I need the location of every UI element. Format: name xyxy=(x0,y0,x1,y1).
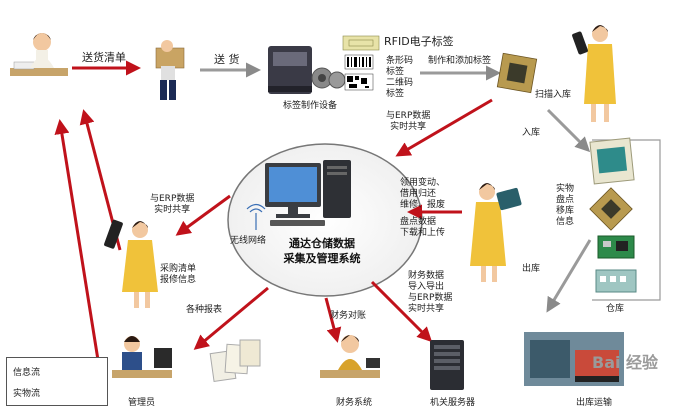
server-label: 机关服务器 xyxy=(430,398,476,408)
clerk-figure xyxy=(10,33,68,76)
finance-system-label: 财务系统 xyxy=(336,398,373,408)
legend-box: 信息流 实物流 xyxy=(6,357,108,406)
goods-arrow-in xyxy=(546,108,591,153)
info-arrow-erp-left xyxy=(175,194,231,236)
warehouse-info-label: 实物盘点移库信息 xyxy=(556,184,575,227)
manager-figure xyxy=(112,336,172,378)
finance-data-label: 财务数据导入导出与ERP数据实时共享 xyxy=(408,271,453,314)
reports-documents xyxy=(209,339,261,382)
purchase-label: 采购清单报修信息 xyxy=(160,264,197,285)
info-arrow-finance-data xyxy=(370,280,433,343)
qrcode-tag xyxy=(344,73,374,91)
label-printer xyxy=(268,46,346,94)
ops-label: 领用变动、借用归还维修、报废 xyxy=(400,178,446,210)
warehouse-board xyxy=(597,235,635,259)
delivery-note-label: 送货清单 xyxy=(82,51,126,64)
network-label: 无线网络 xyxy=(230,236,267,246)
delivery-man-figure xyxy=(155,40,185,100)
reports-label: 各种报表 xyxy=(186,305,223,315)
goods-arrow-out xyxy=(546,239,592,313)
rfid-chip-top xyxy=(496,52,538,94)
legend-goods-label: 实物流 xyxy=(13,389,41,399)
central-computer xyxy=(265,160,351,226)
manager-label: 管理员 xyxy=(128,398,156,408)
info-arrow-finance-check xyxy=(324,297,342,343)
label-device-label: 标签制作设备 xyxy=(283,101,338,111)
inventory-label: 盘点数据下载和上传 xyxy=(400,217,446,238)
inventory-woman-figure xyxy=(470,183,522,282)
info-arrow-erp-top xyxy=(395,98,493,157)
hub-title: 通达仓储数据 采集及管理系统 xyxy=(262,236,382,266)
stock-in-label: 入库 xyxy=(522,128,541,138)
warehouse-photo xyxy=(589,137,635,185)
transport-photo xyxy=(524,332,624,386)
print-attach-label: 制作和添加标签 xyxy=(428,56,492,66)
watermark: Bai 经验 xyxy=(592,353,659,372)
server-rack xyxy=(430,340,464,390)
finance-woman-figure xyxy=(320,335,380,378)
wireless-icon xyxy=(246,203,266,230)
scan-woman-figure xyxy=(572,25,616,122)
stock-out-label: 出库 xyxy=(522,264,541,274)
scan-in-label: 扫描入库 xyxy=(535,90,572,100)
erp-top-label: 与ERP数据实时共享 xyxy=(386,111,431,132)
barcode-tag xyxy=(344,54,374,70)
qrcode-label: 二维码标签 xyxy=(386,78,414,99)
info-arrow-reports xyxy=(193,286,269,350)
info-arrow-up-left xyxy=(54,119,100,361)
erp-left-label: 与ERP数据实时共享 xyxy=(150,194,195,215)
rfid-tag-label: RFID电子标签 xyxy=(384,35,454,48)
hub-title-line1: 通达仓储数据 xyxy=(289,237,355,250)
barcode-label: 条形码标签 xyxy=(386,56,414,77)
warehouse-building xyxy=(595,269,637,293)
warehouse-chip xyxy=(589,187,633,231)
hub-title-line2: 采集及管理系统 xyxy=(283,252,361,265)
purchase-woman-figure xyxy=(104,219,158,308)
deliver-label: 送 货 xyxy=(214,53,240,66)
transport-label: 出库运输 xyxy=(576,398,613,408)
finance-check-label: 财务对账 xyxy=(330,311,367,321)
legend-info-label: 信息流 xyxy=(13,368,41,378)
rfid-tag xyxy=(342,35,380,51)
warehouse-label: 仓库 xyxy=(606,304,625,314)
